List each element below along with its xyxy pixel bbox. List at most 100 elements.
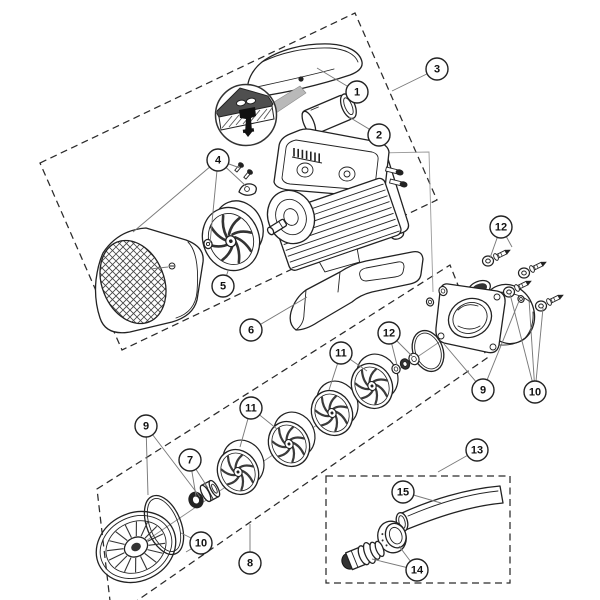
impeller-hub-center [287, 442, 291, 446]
housing-bottom-lip [499, 311, 534, 346]
callout-circle [239, 396, 263, 420]
small-ring [391, 363, 401, 375]
grille-line [88, 230, 137, 334]
callout-circle [239, 318, 263, 342]
construction-polyline [379, 151, 434, 293]
callout-circle [345, 80, 369, 104]
end-cover-screw-leader [149, 266, 169, 270]
callout-circle [206, 148, 230, 172]
callout-5: 5 [211, 274, 235, 298]
callout-number: 9 [143, 421, 149, 433]
grille-line [88, 230, 144, 334]
callout-number: 5 [220, 281, 226, 293]
callout-number: 11 [245, 403, 257, 415]
fan [201, 200, 264, 272]
callout-number: 2 [376, 130, 382, 142]
impellers [216, 353, 399, 496]
callout-number: 10 [529, 387, 541, 399]
lid-outer [95, 510, 177, 584]
motor-screw [388, 178, 408, 188]
fan-clip [238, 183, 257, 196]
union-fitting [341, 520, 407, 571]
small-ring-hole [519, 297, 523, 301]
housing-opening-inner [452, 302, 488, 334]
screw-head [514, 284, 520, 292]
inset-screw-collar [242, 128, 255, 134]
terminal-boss-1 [296, 162, 314, 178]
end-bell-hub [283, 208, 299, 226]
callout-number: 13 [471, 445, 483, 457]
bracket-step [337, 271, 341, 293]
small-ring-hole [393, 366, 399, 372]
callout-11: 11 [239, 396, 263, 420]
terminal-boss-2-hole [343, 170, 351, 178]
callout-1: 1 [345, 80, 369, 104]
callout-8: 8 [238, 551, 262, 575]
lid-band-2 [105, 520, 167, 574]
callout-13: 13 [465, 438, 489, 462]
callout-leader [482, 300, 520, 391]
capacitor-open-end-inner [343, 97, 354, 116]
lid-ribs [106, 521, 166, 573]
union-barb [341, 540, 385, 571]
outline-hose-kit-box [325, 475, 511, 584]
inset-terminal-left [235, 99, 247, 107]
grille-line [130, 230, 178, 334]
callout-3: 3 [425, 57, 449, 81]
fan-retainer-hardware [203, 162, 257, 250]
impeller-face-inner [220, 452, 256, 492]
callout-15: 15 [391, 480, 415, 504]
callout-circle [367, 123, 391, 147]
callout-number: 11 [335, 348, 347, 360]
impeller [267, 411, 316, 468]
callout-circle [377, 321, 401, 345]
callout-leader [132, 159, 219, 233]
screw-thread [550, 298, 553, 303]
lid-rib [147, 533, 164, 542]
housing-cavity-shade-1 [457, 304, 479, 311]
washer [502, 286, 516, 298]
callout-number: 6 [248, 325, 254, 337]
washer [481, 255, 495, 267]
lid-band-1 [99, 515, 173, 579]
callout-10: 10 [523, 380, 547, 404]
small-ring-hole [427, 299, 433, 305]
screw-thread [533, 265, 536, 270]
motor-fin [285, 212, 394, 251]
callout-number: 1 [354, 87, 360, 99]
screw-head [546, 298, 552, 306]
fan-blade [231, 230, 253, 236]
motor-cover-seam-top [261, 47, 359, 63]
lid-rib [135, 521, 137, 537]
housing-screw [514, 280, 532, 292]
lid-rib [144, 552, 157, 563]
shaft-tip [266, 226, 275, 236]
callout-circle [238, 551, 262, 575]
motor-shaft [266, 218, 288, 236]
lid-rib [147, 549, 163, 554]
terminal-box-recess [281, 139, 379, 191]
small-ring [438, 285, 448, 297]
housing-cavity-shade-2 [457, 325, 481, 330]
small-ring [425, 297, 435, 307]
impeller [216, 439, 265, 496]
callout-14: 14 [405, 558, 429, 582]
motor-back-screws [384, 166, 408, 188]
callout-2: 2 [367, 123, 391, 147]
motor-cover-body [246, 43, 363, 97]
callout-number: 12 [383, 328, 395, 340]
callout-4: 4 [206, 148, 230, 172]
lid-oring-outer [143, 494, 185, 556]
housing-boss-4 [489, 343, 497, 351]
inset-terminal-right [245, 97, 257, 105]
fan-blade [221, 214, 228, 239]
screw-thread [521, 283, 524, 288]
grille-line [88, 230, 109, 334]
screw-tip [540, 261, 547, 267]
screw-thread [536, 264, 539, 269]
screw-tip [557, 294, 564, 300]
screw-thread [497, 253, 500, 258]
callout-circle [211, 274, 235, 298]
